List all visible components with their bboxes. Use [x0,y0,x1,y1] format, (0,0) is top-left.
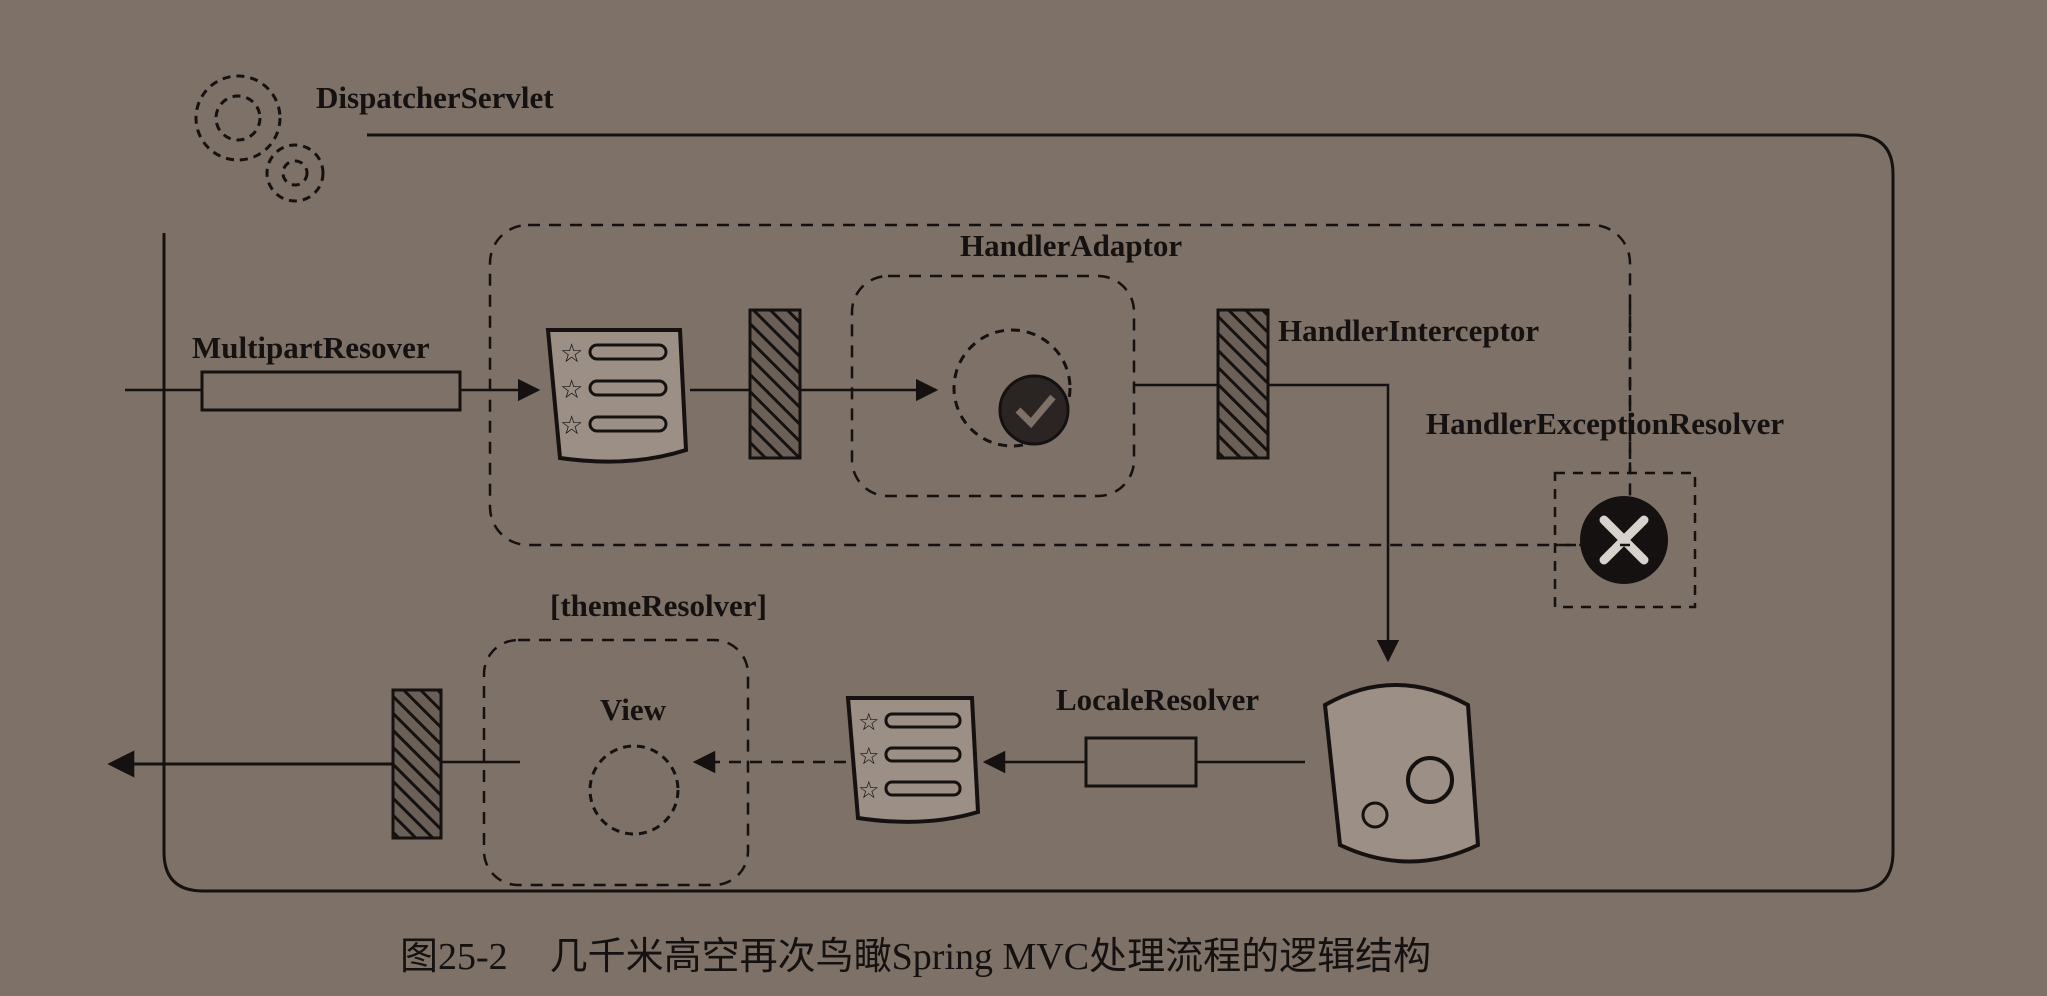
figure-caption: 图25-2 几千米高空再次鸟瞰Spring MVC处理流程的逻辑结构 [400,938,1431,976]
exception-resolver-label: HandlerExceptionResolver [1426,406,1785,441]
multipart-resolver-box [200,370,462,412]
svg-text:☆: ☆ [560,411,583,441]
model-document-icon [1322,683,1481,864]
dispatcher-gears-icon [194,74,325,203]
locale-resolver-box [1084,736,1198,788]
dispatcher-servlet-container [162,133,1895,893]
view-label: View [600,692,666,727]
svg-text:☆: ☆ [560,375,583,405]
handler-gear-check-icon [952,328,1072,448]
handler-box [850,274,1136,498]
post-interceptor-bar [1216,308,1270,460]
theme-resolver-label: [themeResolver] [550,588,767,623]
pre-interceptor-bar [748,308,802,460]
after-completion-interceptor-bar [391,688,443,840]
exception-x-icon [1580,496,1668,584]
view-gear-icon [588,744,680,836]
handler-adaptor-label: HandlerAdaptor [960,228,1183,263]
exception-resolver-box [1553,471,1697,609]
dispatcher-servlet-label: DispatcherServlet [316,80,554,115]
view-document-icon: ☆ ☆ ☆ [845,696,981,824]
handler-interceptor-label: HandlerInterceptor [1278,313,1540,348]
controller-document-icon: ☆ ☆ ☆ [545,328,689,464]
interceptor-to-model-arrow [1268,383,1400,663]
svg-text:☆: ☆ [560,339,583,369]
svg-text:☆: ☆ [858,708,880,736]
multipart-resolver-label: MultipartResover [192,330,430,365]
figure-number: 图25-2 [400,936,508,978]
svg-text:☆: ☆ [858,742,880,770]
theme-resolver-box [482,638,750,887]
figure-title: 几千米高空再次鸟瞰Spring MVC处理流程的逻辑结构 [549,936,1432,978]
svg-text:☆: ☆ [858,776,880,804]
locale-resolver-label: LocaleResolver [1056,682,1260,717]
